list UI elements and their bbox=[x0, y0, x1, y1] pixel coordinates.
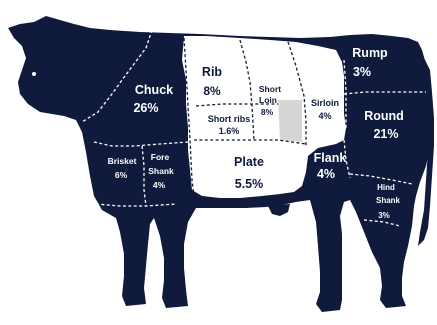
label-hindshank-percent: 3% bbox=[378, 211, 390, 220]
label-flank-name: Flank bbox=[314, 151, 347, 165]
label-sirloin-name: Sirloin bbox=[311, 98, 339, 108]
label-hindshank-line2: Shank bbox=[376, 196, 401, 205]
tenderloin-patch bbox=[278, 100, 302, 142]
label-foreshank-line1: Fore bbox=[151, 152, 170, 162]
label-sirloin-percent: 4% bbox=[318, 111, 331, 121]
label-hindshank-line1: Hind bbox=[377, 183, 395, 192]
label-shortloin-line1: Short bbox=[259, 84, 281, 94]
label-plate-name: Plate bbox=[234, 155, 264, 169]
label-rump-name: Rump bbox=[352, 46, 388, 60]
label-rib-name: Rib bbox=[202, 65, 223, 79]
label-rump-percent: 3% bbox=[353, 65, 371, 79]
label-foreshank-line2: Shank bbox=[148, 166, 174, 176]
label-shortribs-percent: 1.6% bbox=[219, 126, 240, 136]
label-chuck-name: Chuck bbox=[135, 83, 173, 97]
label-brisket-percent: 6% bbox=[115, 170, 128, 180]
cow-eye bbox=[32, 72, 36, 76]
label-flank-percent: 4% bbox=[317, 167, 335, 181]
label-rib-percent: 8% bbox=[203, 84, 221, 98]
label-shortloin-line2: Loin bbox=[259, 95, 277, 105]
label-shortloin-percent: 8% bbox=[261, 107, 274, 117]
label-plate-percent: 5.5% bbox=[235, 177, 264, 191]
label-chuck-percent: 26% bbox=[133, 101, 158, 115]
label-brisket-name: Brisket bbox=[108, 156, 137, 166]
label-round-name: Round bbox=[364, 109, 404, 123]
label-foreshank-percent: 4% bbox=[153, 180, 166, 190]
label-shortribs-name: Short ribs bbox=[208, 114, 251, 124]
label-round-percent: 21% bbox=[373, 127, 398, 141]
cow-udder bbox=[268, 204, 290, 216]
